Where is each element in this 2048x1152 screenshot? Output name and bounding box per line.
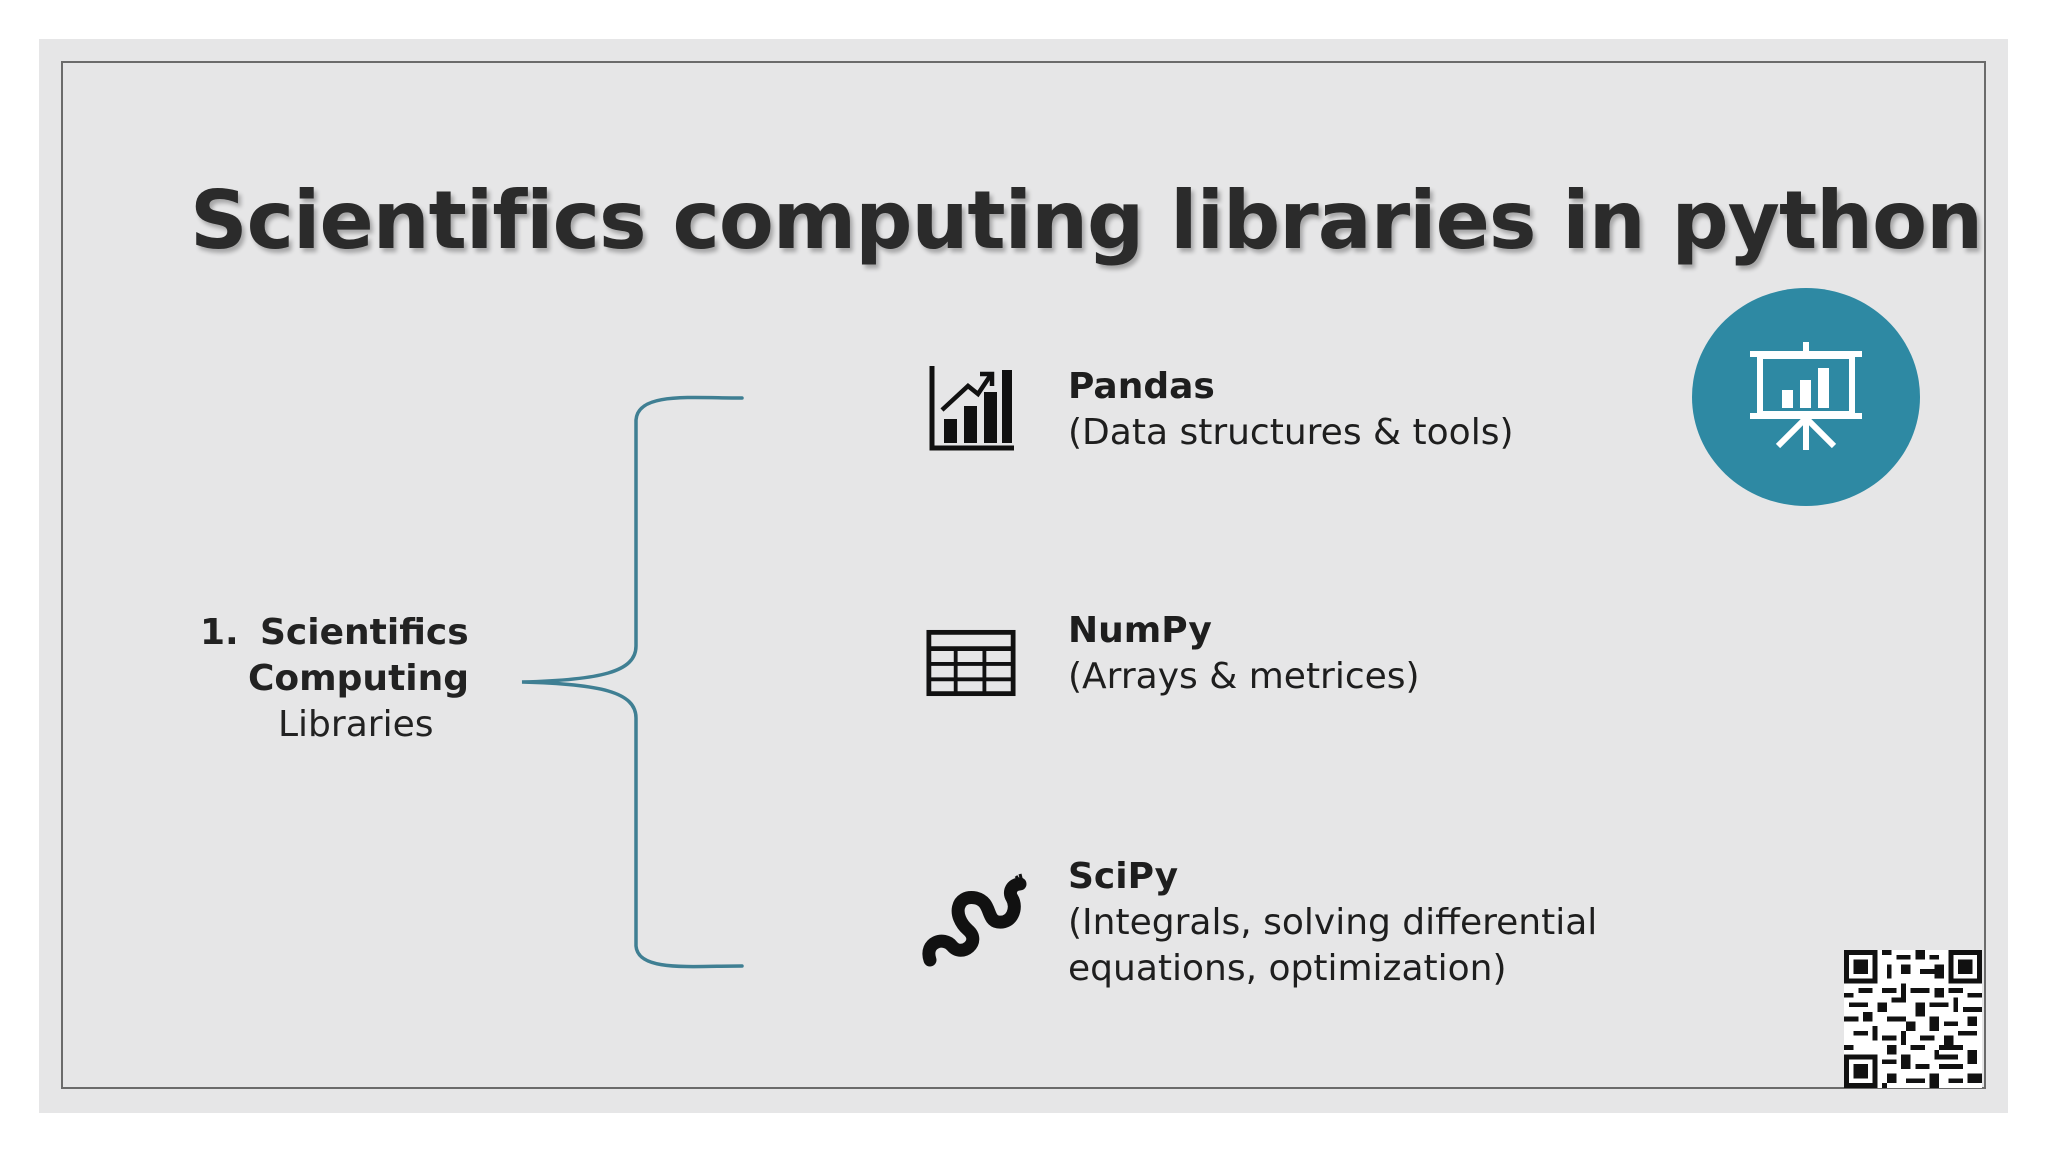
section-number: 1. xyxy=(200,612,239,653)
list-item-numpy: NumPy (Arrays & metrices) xyxy=(1068,608,1688,700)
library-description: (Data structures & tools) xyxy=(1068,412,1514,453)
table-grid-icon xyxy=(926,629,1016,697)
section-title-line2: Computing xyxy=(248,658,470,699)
list-item-scipy: SciPy (Integrals, solving differential e… xyxy=(1068,854,1688,992)
section-title-line1: Scientifics xyxy=(260,612,469,653)
bar-chart-icon xyxy=(929,366,1014,451)
library-name: SciPy xyxy=(1068,856,1179,897)
presentation-chart-icon xyxy=(1750,342,1862,450)
library-description: (Integrals, solving differential equatio… xyxy=(1068,902,1598,989)
library-description: (Arrays & metrices) xyxy=(1068,656,1420,697)
qr-code xyxy=(1844,950,1982,1088)
slide-title: Scientifics computing libraries in pytho… xyxy=(190,174,1983,267)
library-name: NumPy xyxy=(1068,610,1212,651)
section-subtitle: Libraries xyxy=(278,704,434,745)
slide-frame xyxy=(61,61,1986,1089)
slide-background xyxy=(39,39,2008,1113)
library-name: Pandas xyxy=(1068,366,1215,407)
snake-icon xyxy=(922,873,1027,967)
list-item-pandas: Pandas (Data structures & tools) xyxy=(1068,364,1688,456)
curly-brace xyxy=(521,395,744,969)
presentation-badge xyxy=(1692,288,1920,506)
